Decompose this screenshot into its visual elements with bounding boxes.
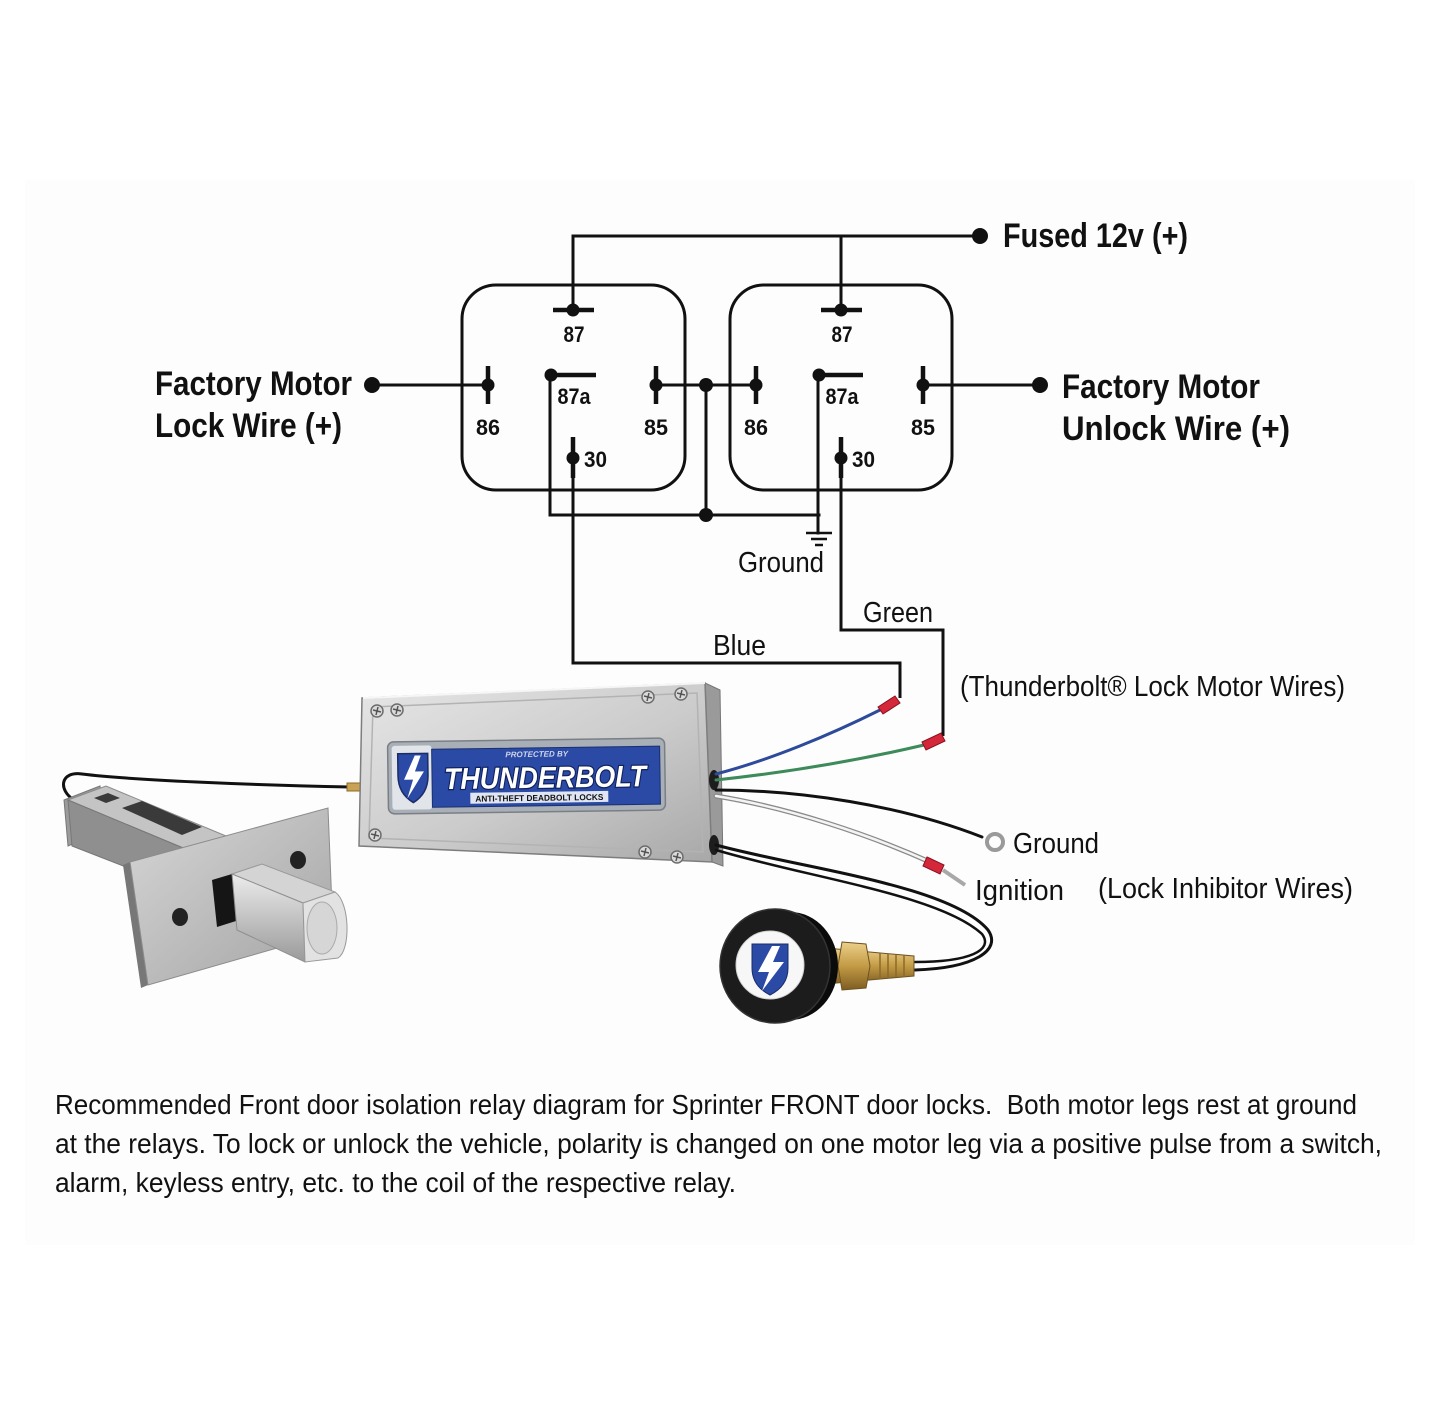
ground-junction-dot: [699, 508, 713, 522]
relay-schematic: Fused 12v (+) Factory Motor Lock Wire (+…: [155, 217, 1345, 736]
pin-30-label: 30: [852, 447, 875, 472]
module-top-highlight: [362, 682, 706, 699]
lock-tube-slot: [122, 801, 202, 835]
pin-87a-label: 87a: [558, 384, 592, 409]
green-wire-label: Green: [863, 597, 933, 629]
unlock-wire-label-line1: Factory Motor: [1062, 368, 1260, 406]
pin-87-label: 87: [564, 322, 585, 347]
screw: [370, 704, 384, 718]
bolt-end-face: [306, 901, 338, 955]
pin-87-dot: [834, 303, 848, 317]
caption-line-3: alarm, keyless entry, etc. to the coil o…: [55, 1167, 736, 1198]
deadbolt-lock: [62, 772, 352, 988]
screw: [641, 690, 655, 704]
diagram-caption: Recommended Front door isolation relay d…: [55, 1089, 1382, 1198]
ground-lead: [714, 788, 984, 839]
module-bevel: [368, 692, 704, 853]
label-tagline: ANTI-THEFT DEADBOLT LOCKS: [475, 792, 603, 804]
pin-85-dot: [649, 378, 663, 392]
label-protected-by: PROTECTED BY: [505, 749, 568, 759]
unlock-wire-terminal: [1032, 377, 1048, 393]
button-lead: [714, 848, 987, 964]
fused-12v-bus: [571, 234, 982, 312]
pin-86-dot: [481, 378, 495, 392]
screw: [390, 703, 404, 717]
screw: [674, 687, 688, 701]
pin-86-dot: [749, 378, 763, 392]
blue-lead: [714, 708, 882, 776]
pin-86-label: 86: [476, 415, 500, 440]
relay-ground-label: Ground: [738, 547, 824, 579]
pin-85-dot: [916, 378, 930, 392]
ground-bus-line: [548, 373, 821, 535]
label-tagline-strip: [470, 790, 609, 804]
ignition-lead-connector: [922, 856, 945, 875]
cable-fitting: [346, 782, 361, 792]
ground-ring-terminal: [985, 832, 1005, 852]
screw: [368, 828, 382, 842]
button-lead: [714, 843, 994, 972]
motor-wires-caption: (Thunderbolt® Lock Motor Wires): [960, 671, 1345, 703]
green-wire-run: [839, 558, 945, 736]
label-brand-name: THUNDERBOLT: [444, 760, 649, 796]
thunderbolt-logo-icon: [396, 752, 429, 804]
pin-87a-dot: [812, 368, 826, 382]
ignition-lead-terminal: [941, 868, 967, 887]
lock-button: [719, 908, 915, 1024]
screw: [670, 850, 684, 864]
blue-wire-label: Blue: [713, 630, 766, 662]
ignition-lead: [714, 794, 932, 864]
blue-lead-connector: [877, 695, 901, 715]
lock-wire-label-line2: Lock Wire (+): [155, 407, 342, 445]
ground-symbol-icon: [806, 531, 832, 547]
pin-86-label: 86: [744, 415, 768, 440]
module-wires: Ground Ignition (Lock Inhibitor Wires): [713, 695, 1353, 972]
green-lead-connector: [921, 732, 946, 751]
ignition-lead-label: Ignition: [975, 875, 1064, 907]
fused-12v-terminal: [972, 228, 988, 244]
button-stud-threads: [879, 953, 905, 979]
pin-87a-label: 87a: [826, 384, 860, 409]
pin-87-dot: [566, 303, 580, 317]
plate-screw-hole: [172, 908, 188, 926]
plate-screw-hole: [290, 851, 306, 869]
button-nut: [837, 941, 871, 991]
ground-lead-label: Ground: [1013, 828, 1099, 860]
thunderbolt-module: PROTECTED BY THUNDERBOLT ANTI-THEFT DEAD…: [346, 682, 724, 867]
thunderbolt-logo-icon: [751, 943, 789, 996]
pin-85-label: 85: [644, 415, 668, 440]
fused-12v-label: Fused 12v (+): [1003, 217, 1188, 255]
unlock-wire-label-line2: Unlock Wire (+): [1062, 410, 1290, 448]
caption-line-1: Recommended Front door isolation relay d…: [55, 1089, 1357, 1120]
screw: [638, 845, 652, 859]
lock-wire-terminal: [364, 377, 380, 393]
caption-line-2: at the relays. To lock or unlock the veh…: [55, 1128, 1382, 1159]
green-lead: [714, 743, 926, 782]
lock-tube-slot: [94, 793, 120, 803]
module-brand-label: PROTECTED BY THUNDERBOLT ANTI-THEFT DEAD…: [386, 737, 667, 815]
pin-85-label: 85: [911, 415, 935, 440]
inhibitor-wires-caption: (Lock Inhibitor Wires): [1098, 873, 1353, 905]
lock-wire-label-line1: Factory Motor: [155, 365, 352, 403]
pin-30-label: 30: [584, 447, 607, 472]
pin-87a-dot: [544, 368, 558, 382]
pin-87-label: 87: [832, 322, 853, 347]
lock-plate-edge: [123, 862, 148, 988]
lock-cable: [62, 772, 352, 802]
blue-wire-run: [571, 555, 902, 698]
